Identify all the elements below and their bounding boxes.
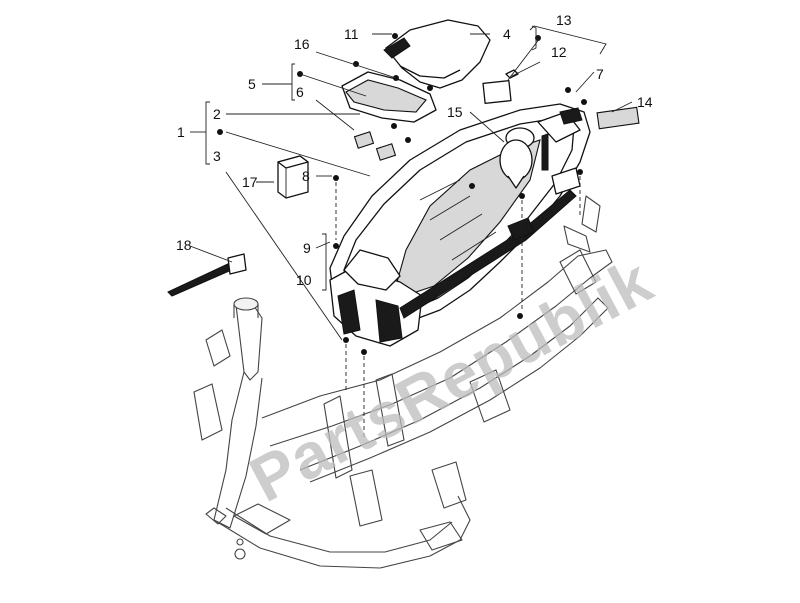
cable-tie (167, 253, 247, 297)
callout-7: 7 (596, 66, 604, 82)
callout-1: 1 (177, 124, 185, 140)
callout-14: 14 (637, 94, 653, 110)
callout-6: 6 (296, 84, 304, 100)
chassis-frame (193, 195, 613, 569)
callout-10: 10 (296, 272, 312, 288)
callout-18: 18 (176, 237, 192, 253)
callout-13: 13 (556, 12, 572, 28)
callout-numbers: 1 2 3 4 5 6 7 8 9 10 11 12 13 14 15 16 1… (176, 12, 653, 288)
callout-12: 12 (551, 44, 567, 60)
callout-11: 11 (344, 26, 359, 42)
saddle-lid (383, 19, 491, 89)
callout-3: 3 (213, 148, 221, 164)
helmet-compartment (329, 103, 591, 347)
callout-8: 8 (302, 168, 310, 184)
fasteners (217, 33, 587, 355)
callout-9: 9 (303, 240, 311, 256)
small-parts (482, 69, 640, 130)
callout-17: 17 (242, 174, 258, 190)
storage-tray (341, 71, 437, 161)
callout-5: 5 (248, 76, 256, 92)
callout-4: 4 (503, 26, 511, 42)
callout-15: 15 (447, 104, 463, 120)
callout-2: 2 (213, 106, 221, 122)
leader-lines (189, 25, 633, 440)
callout-16: 16 (294, 36, 310, 52)
relay-part (277, 155, 309, 199)
